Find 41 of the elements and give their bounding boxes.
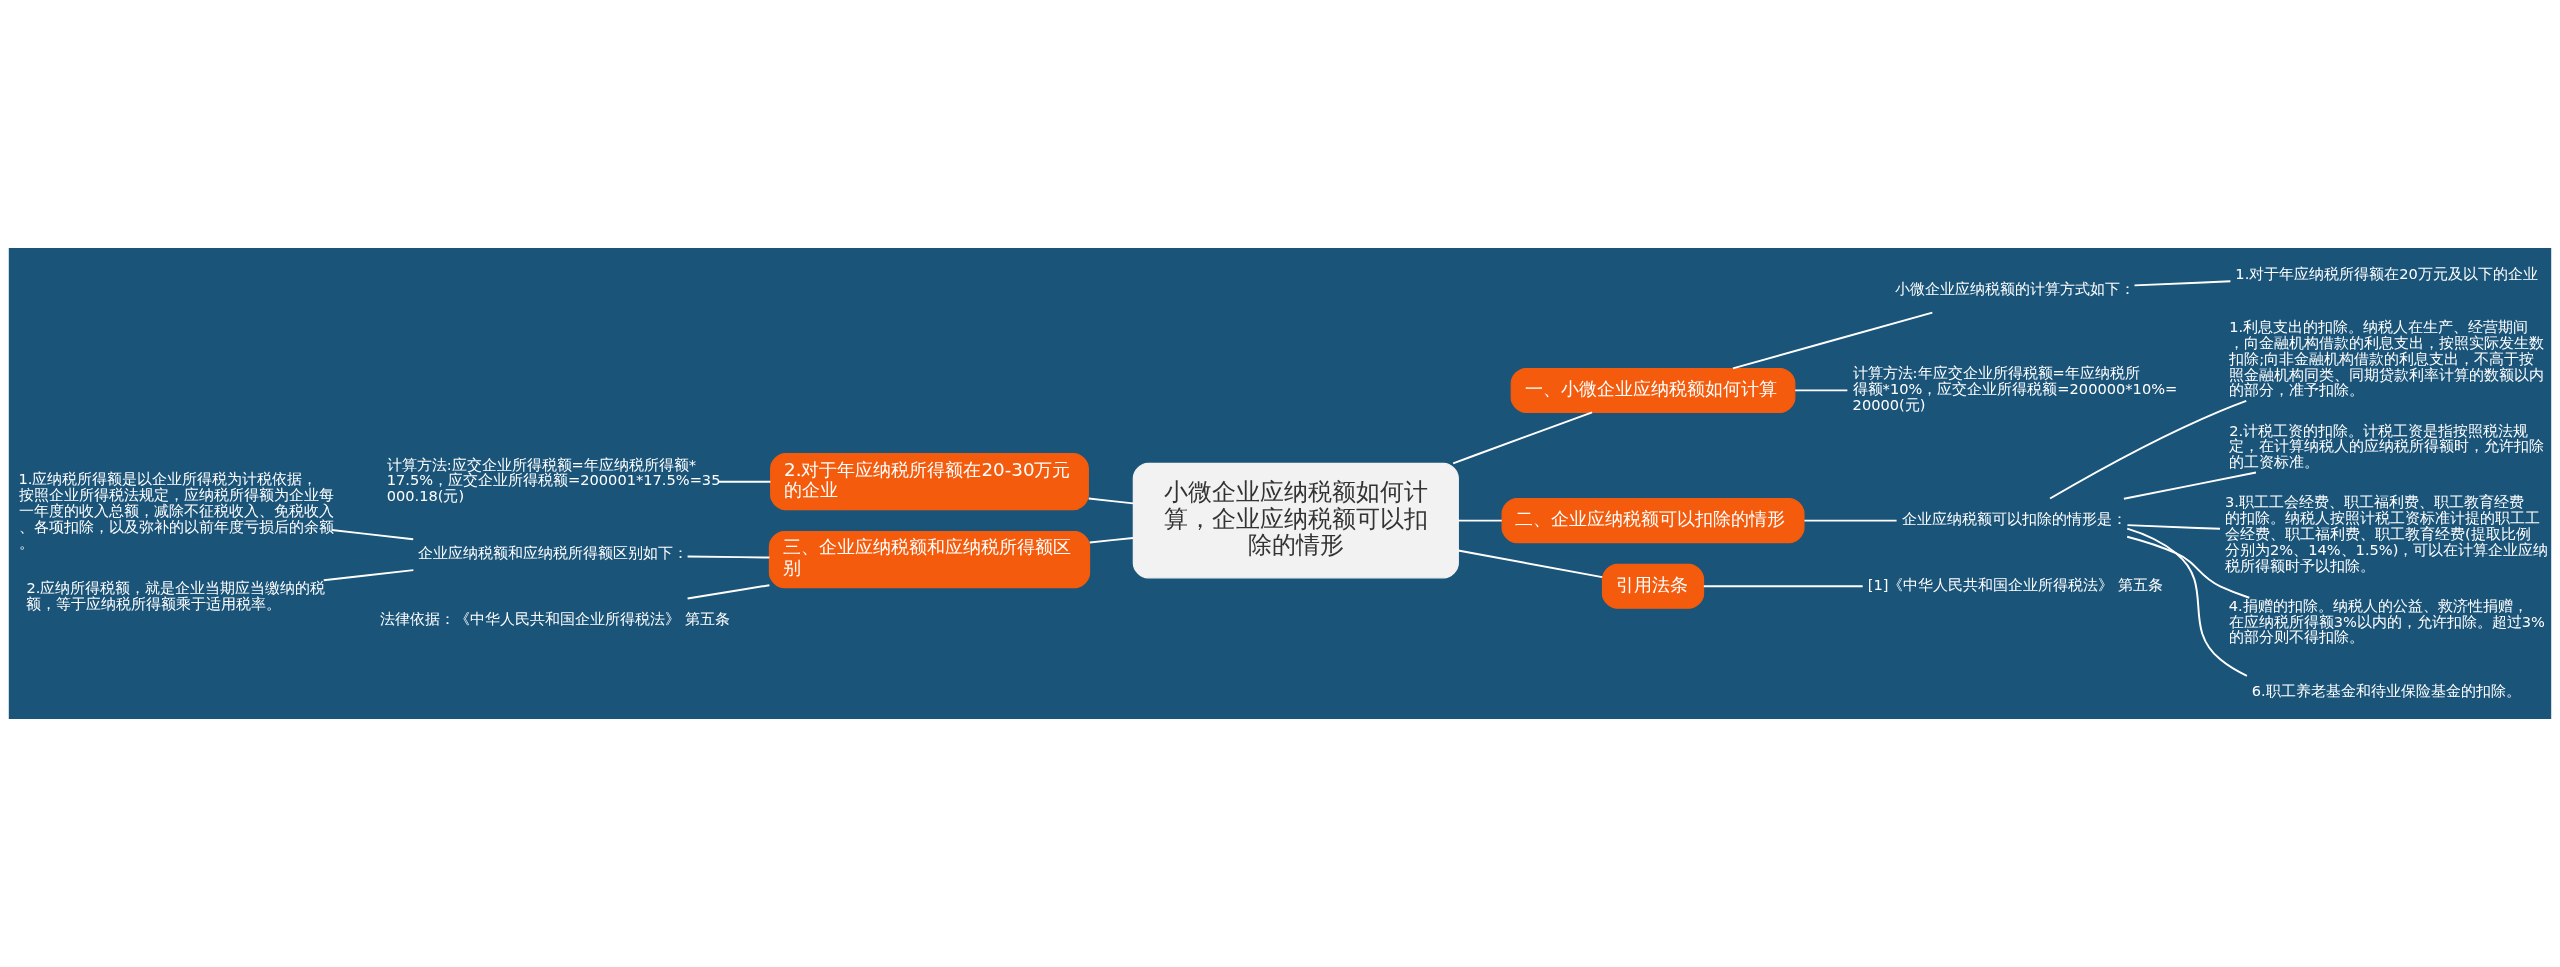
node-box: 引用法条 (1601, 563, 1705, 609)
connector (330, 529, 415, 541)
node-text: 2.应纳所得税额，就是企业当期应当缴纳的税额，等于应纳税所得额乘于适用税率。 (26, 579, 326, 612)
node-box: 一、小微企业应纳税额如何计算 (1510, 367, 1796, 413)
node-text: 计算方法:年应交企业所得税额=年应纳税所得额*10%，应交企业所得税额=200000*10%=20000(元) (1852, 364, 2178, 413)
node-text: 1.应纳税所得额是以企业所得税为计税依据，按照企业所得税法规定，应纳税所得额为企业每一年度的收入总额，减除不征税收入、免税收入、各项扣除，以及弥补的以前年度亏损后的余额。 (18, 470, 334, 551)
connector (718, 480, 772, 483)
connector (2133, 280, 2232, 287)
connector (1794, 389, 1849, 392)
connector (2122, 471, 2257, 500)
node-text: [1]《中华人民共和国企业所得税法》 第五条 (1867, 576, 2164, 594)
connector (2049, 399, 2248, 500)
node-box: 小微企业应纳税额如何计算，企业应纳税额可以扣除的情形 (1132, 462, 1459, 579)
node-text: 2.计税工资的扣除。计税工资是指按照税法规定，在计算纳税人的应纳税所得额时，允许扣除的工资标准。 (2229, 421, 2545, 471)
connector (2126, 524, 2221, 530)
connector (1702, 585, 1864, 588)
node-box: 三、企业应纳税额和应纳税所得额区别 (768, 530, 1091, 589)
connector (1457, 519, 1503, 522)
connector (1452, 411, 1594, 465)
connector (1731, 311, 1934, 370)
node-box: 2.对于年应纳税所得额在20-30万元的企业 (770, 453, 1089, 511)
connector (686, 555, 771, 559)
node-text: 4.捐赠的扣除。纳税人的公益、救济性捐赠，在应纳税所得额3%以内的，允许扣除。超过3%的部分则不得扣除。 (2228, 596, 2546, 646)
connector (1803, 519, 1898, 522)
node-text: 1.利息支出的扣除。纳税人在生产、经营期间，向金融机构借款的利息支出，按照实际发生数扣除;向非金融机构借款的利息支出，不高于按照金融机构同类、同期贷款利率计算的数额以内的部分，准予扣除。 (2229, 318, 2545, 399)
node-text: 企业应纳税额和应纳税所得额区别如下： (418, 544, 689, 562)
connector (686, 584, 771, 600)
connector (2126, 535, 2251, 599)
node-text: 6.职工养老基金和待业保险基金的扣除。 (2251, 682, 2521, 699)
connector (1088, 536, 1134, 544)
node-box: 二、企业应纳税额可以扣除的情形 (1501, 498, 1805, 544)
node-text: 小微企业应纳税额的计算方式如下： (1894, 280, 2135, 298)
node-text: 1.对于年应纳税所得额在20万元及以下的企业 (2235, 264, 2538, 282)
connector (2126, 527, 2248, 677)
connector (1457, 549, 1604, 579)
node-text: 法律依据：《中华人民共和国企业所得税法》 第五条 (379, 610, 730, 628)
connector (1087, 497, 1135, 505)
connector (322, 569, 415, 582)
node-text: 计算方法:应交企业所得税额=年应纳税所得额*17.5%，应交企业所得税额=200001*17.5%=35000.18(元) (386, 455, 721, 505)
node-text: 3.职工工会经费、职工福利费、职工教育经费的扣除。纳税人按照计税工资标准计提的职工工会经费、职工福利费、职工教育经费(提取比例分别为2%、14%、1.5%)，可以在计算企业应纳税所得额时予以扣除。 (2225, 493, 2549, 574)
node-text: 企业应纳税额可以扣除的情形是： (1901, 510, 2127, 528)
